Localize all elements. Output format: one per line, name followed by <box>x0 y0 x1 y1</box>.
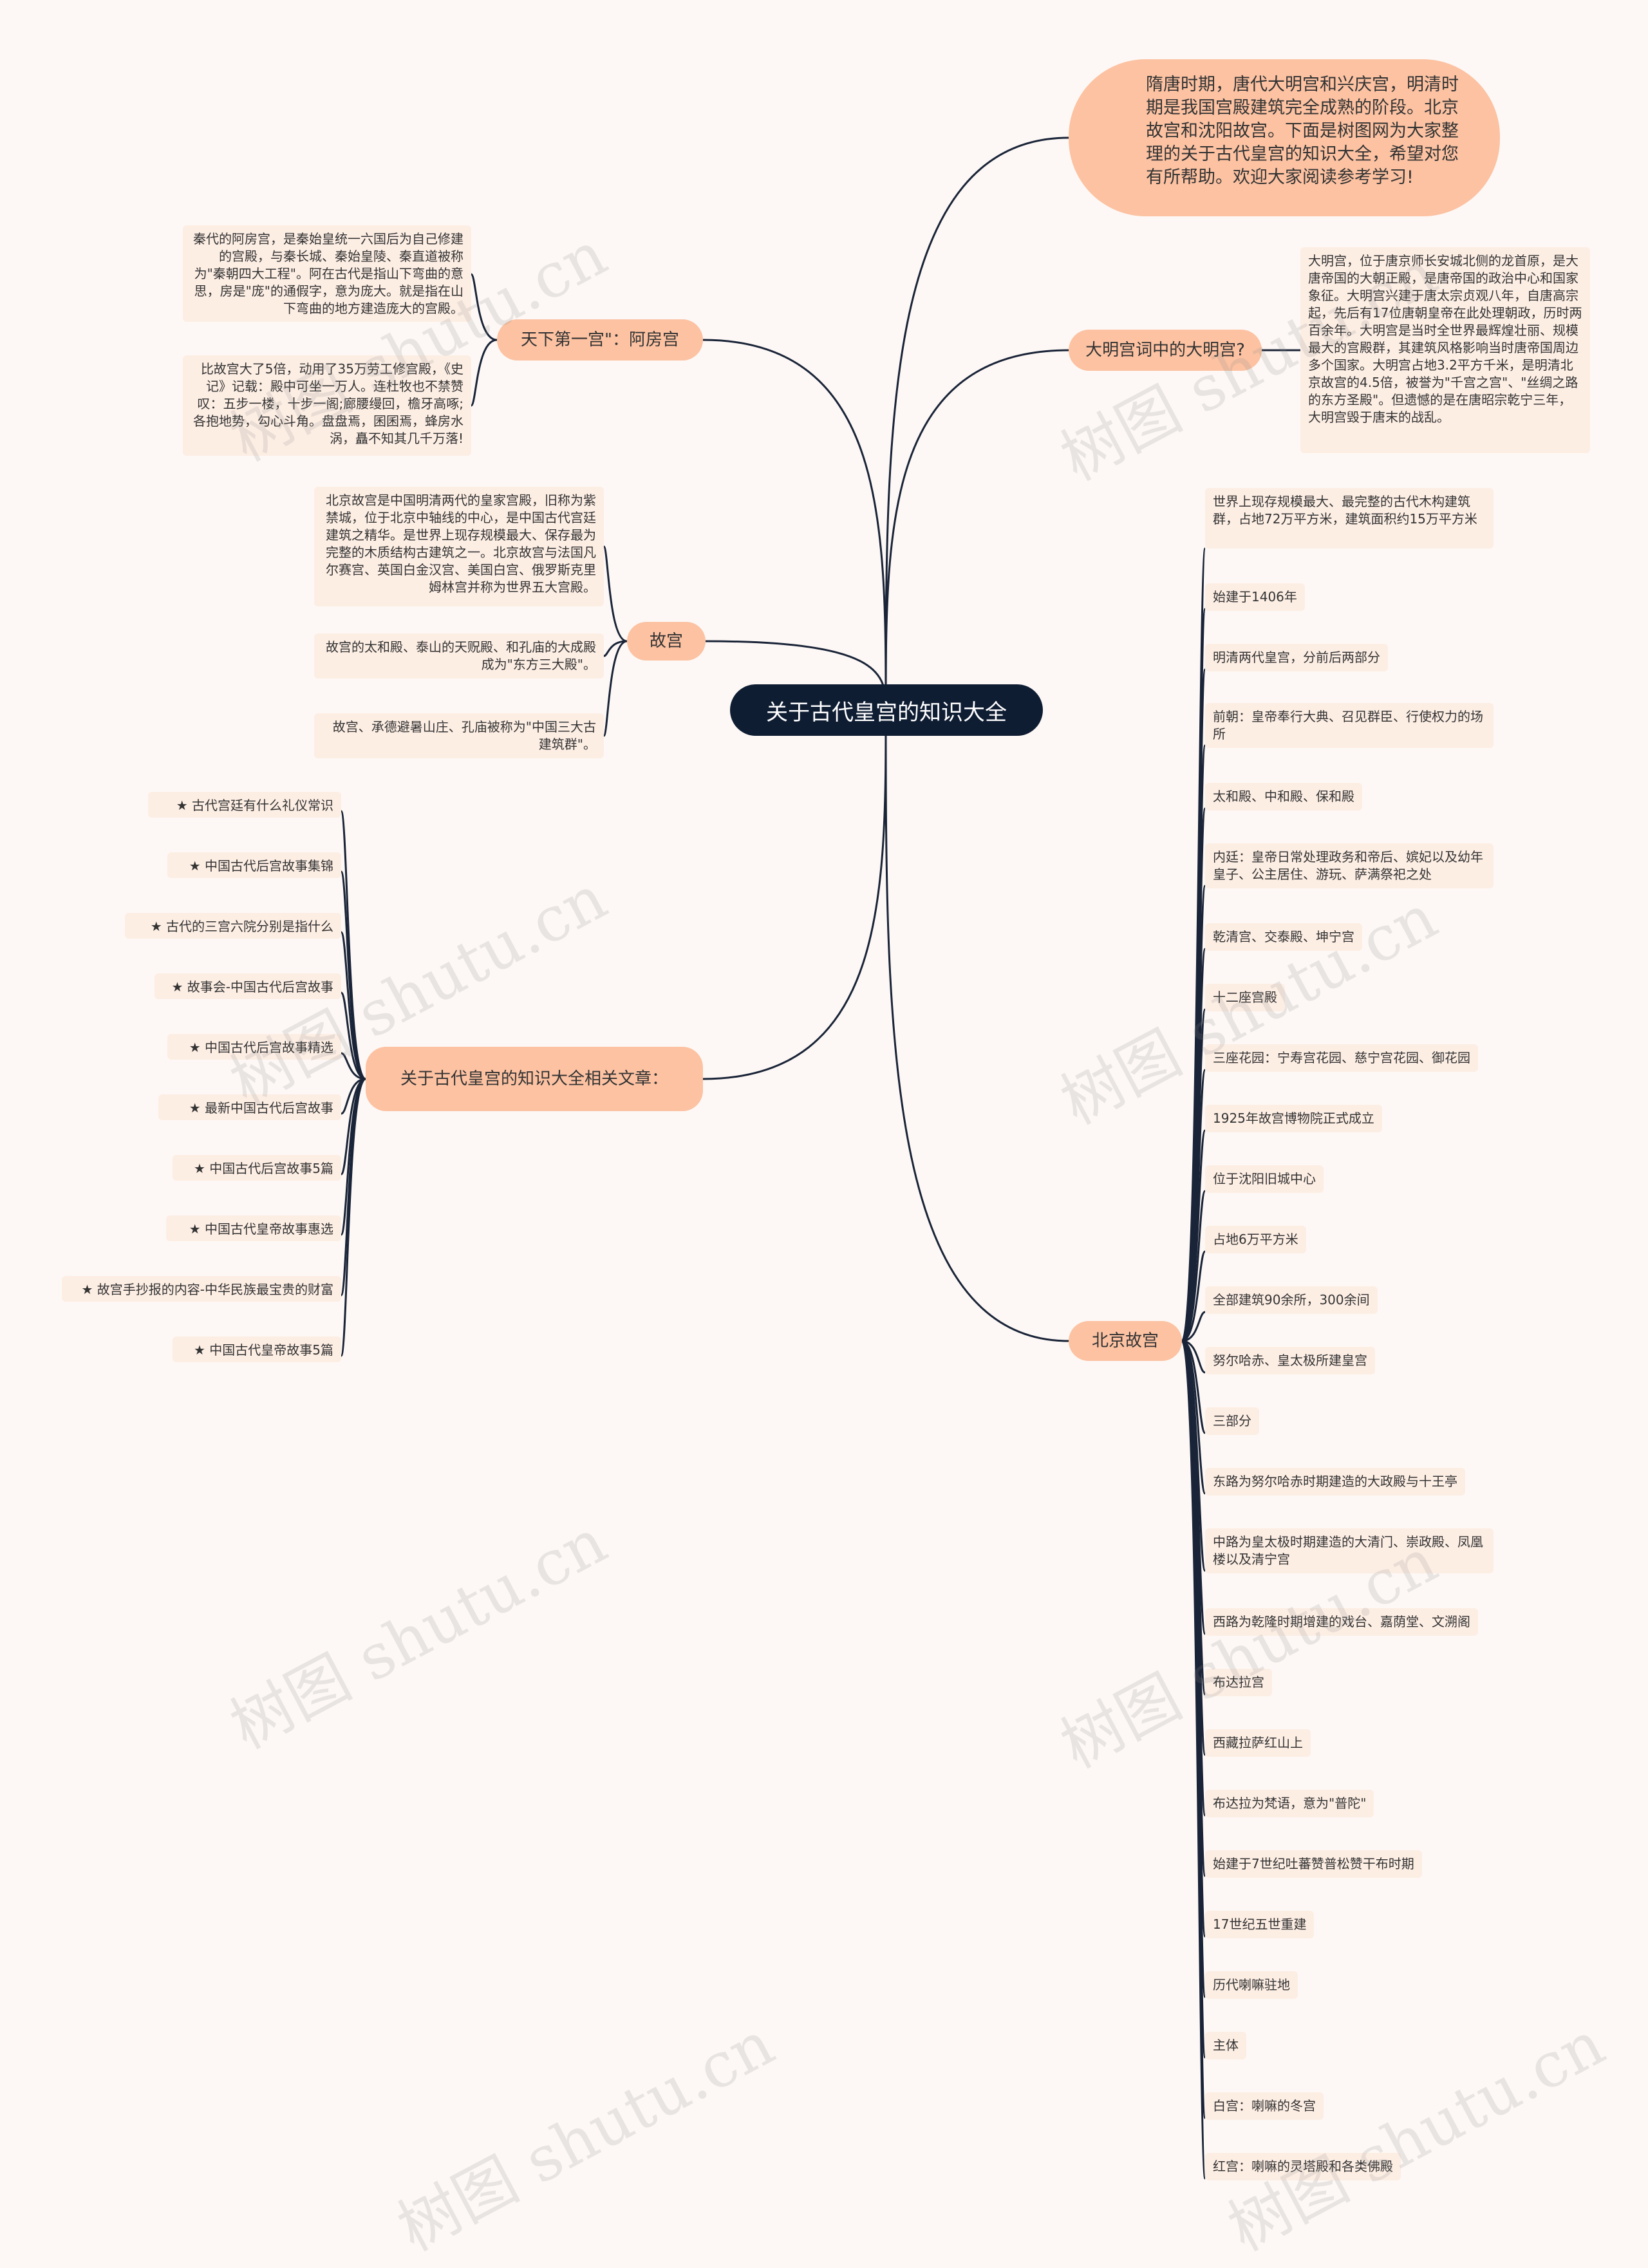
link-gugong-item <box>603 545 628 642</box>
related-article-link[interactable]: ★ 中国古代皇帝故事惠选 <box>166 1215 341 1241</box>
beijing-gugong-item: 占地6万平方米 <box>1205 1226 1306 1253</box>
root-topic: 关于古代皇宫的知识大全 <box>730 684 1043 736</box>
beijing-gugong-item: 世界上现存规模最大、最完整的古代木构建筑群，占地72万平方米，建筑面积约15万平… <box>1205 488 1494 548</box>
related-article-link[interactable]: ★ 中国古代后宫故事集锦 <box>167 852 341 878</box>
beijing-gugong-item: 位于沈阳旧城中心 <box>1205 1165 1324 1193</box>
beijing-gugong-item: 1925年故宫博物院正式成立 <box>1205 1105 1382 1132</box>
beijing-gugong-item: 三座花园：宁寿宫花园、慈宁宫花园、御花园 <box>1205 1044 1478 1072</box>
beijing-gugong-item: 西藏拉萨红山上 <box>1205 1729 1311 1757</box>
related-article-link[interactable]: ★ 故事会-中国古代后宫故事 <box>154 973 341 999</box>
beijing-gugong-item: 白宫：喇嘛的冬宫 <box>1205 2092 1324 2120</box>
related-article-link[interactable]: ★ 中国古代后宫故事5篇 <box>173 1155 341 1181</box>
link-beijing-item <box>1181 1129 1206 1342</box>
branch-related-articles: 关于古代皇宫的知识大全相关文章： <box>366 1047 703 1111</box>
gugong-item: 故宫、承德避暑山庄、孔庙被称为"中国三大古建筑群"。 <box>314 713 604 758</box>
link-daminggong <box>885 349 1069 711</box>
link-efanggong-item <box>470 273 498 341</box>
beijing-gugong-item: 布达拉宫 <box>1205 1669 1272 1696</box>
beijing-gugong-item: 主体 <box>1205 2032 1246 2059</box>
branch-efanggong: 天下第一宫"：阿房宫 <box>497 319 703 361</box>
related-article-link[interactable]: ★ 中国古代后宫故事精选 <box>167 1034 341 1060</box>
link-efanggong <box>702 339 887 711</box>
beijing-gugong-item: 始建于1406年 <box>1205 583 1305 611</box>
beijing-gugong-item: 中路为皇太极时期建造的大清门、崇政殿、凤凰楼以及清宁宫 <box>1205 1528 1494 1573</box>
intro-bubble: 隋唐时期，唐代大明宫和兴庆宫，明清时期是我国宫殿建筑完全成熟的阶段。北京故宫和沈… <box>1069 59 1500 216</box>
link-beijing-item <box>1181 1340 1206 1434</box>
related-article-link[interactable]: ★ 中国古代皇帝故事5篇 <box>173 1336 341 1362</box>
branch-beijing-gugong: 北京故宫 <box>1069 1321 1182 1361</box>
link-gugong-item <box>603 640 628 657</box>
beijing-gugong-item: 西路为乾隆时期增建的戏台、嘉荫堂、文溯阁 <box>1205 1608 1478 1636</box>
beijing-gugong-item: 始建于7世纪吐蕃赞普松赞干布时期 <box>1205 1850 1422 1878</box>
link-efanggong-item <box>470 339 498 407</box>
beijing-gugong-item: 红宫：喇嘛的灵塔殿和各类佛殿 <box>1205 2153 1401 2180</box>
efanggong-item: 比故宫大了5倍，动用了35万劳工修宫殿，《史记》记载：殿中可坐一万人。连杜牧也不… <box>183 355 471 456</box>
beijing-gugong-item: 全部建筑90余所，300余间 <box>1205 1286 1378 1314</box>
beijing-gugong-item: 布达拉为梵语，意为"普陀" <box>1205 1790 1374 1817</box>
daminggong-detail: 大明宫，位于唐京师长安城北侧的龙首原，是大唐帝国的大朝正殿，是唐帝国的政治中心和… <box>1300 247 1590 453</box>
beijing-gugong-item: 乾清宫、交泰殿、坤宁宫 <box>1205 923 1362 951</box>
beijing-gugong-item: 内廷：皇帝日常处理政务和帝后、嫔妃以及幼年皇子、公主居住、游玩、萨满祭祀之处 <box>1205 843 1494 888</box>
link-beijing-item <box>1181 1311 1206 1342</box>
link-related <box>702 709 887 1080</box>
link-gugong-item <box>603 640 628 737</box>
related-article-link[interactable]: ★ 故宫手抄报的内容-中华民族最宝贵的财富 <box>62 1276 341 1302</box>
beijing-gugong-item: 十二座宫殿 <box>1205 984 1285 1011</box>
beijing-gugong-item: 前朝：皇帝奉行大典、召见群臣、行使权力的场所 <box>1205 703 1494 748</box>
link-intro <box>885 136 1069 711</box>
link-beijing-item <box>1181 1250 1206 1342</box>
beijing-gugong-item: 三部分 <box>1205 1407 1259 1435</box>
link-related-item <box>341 1052 366 1080</box>
related-article-link[interactable]: ★ 古代宫廷有什么礼仪常识 <box>148 792 341 818</box>
beijing-gugong-item: 明清两代皇宫，分前后两部分 <box>1205 644 1388 671</box>
gugong-item: 北京故宫是中国明清两代的皇家宫殿，旧称为紫禁城，位于北京中轴线的中心，是中国古代… <box>314 487 604 606</box>
branch-gugong: 故宫 <box>627 622 706 661</box>
link-related-item <box>340 991 366 1080</box>
link-beijing-item <box>1181 1340 1206 1495</box>
link-related-item <box>340 931 366 1080</box>
beijing-gugong-item: 17世纪五世重建 <box>1205 1911 1315 1938</box>
link-related-item <box>340 1078 366 1357</box>
efanggong-item: 秦代的阿房宫，是秦始皇统一六国后为自己修建的宫殿，与秦长城、秦始皇陵、秦直道被称… <box>183 225 471 322</box>
beijing-gugong-item: 太和殿、中和殿、保和殿 <box>1205 783 1362 811</box>
related-article-link[interactable]: ★ 最新中国古代后宫故事 <box>158 1094 341 1120</box>
link-beijing-item <box>1181 1340 1206 1374</box>
link-related-item <box>340 870 366 1080</box>
link-beijing-item <box>1181 1190 1206 1342</box>
beijing-gugong-item: 东路为努尔哈赤时期建造的大政殿与十王亭 <box>1205 1468 1465 1495</box>
beijing-gugong-item: 努尔哈赤、皇太极所建皇宫 <box>1205 1347 1375 1374</box>
gugong-item: 故宫的太和殿、泰山的天贶殿、和孔庙的大成殿成为"东方三大殿"。 <box>314 633 604 679</box>
link-beijing-item <box>1181 1340 1206 2180</box>
link-related-item <box>341 1078 366 1115</box>
branch-daminggong: 大明宫词中的大明宫? <box>1069 330 1262 371</box>
link-beijing <box>885 709 1069 1342</box>
link-related-item <box>340 1078 366 1176</box>
related-article-link[interactable]: ★ 古代的三宫六院分别是指什么 <box>125 913 341 939</box>
beijing-gugong-item: 历代喇嘛驻地 <box>1205 1971 1298 1999</box>
